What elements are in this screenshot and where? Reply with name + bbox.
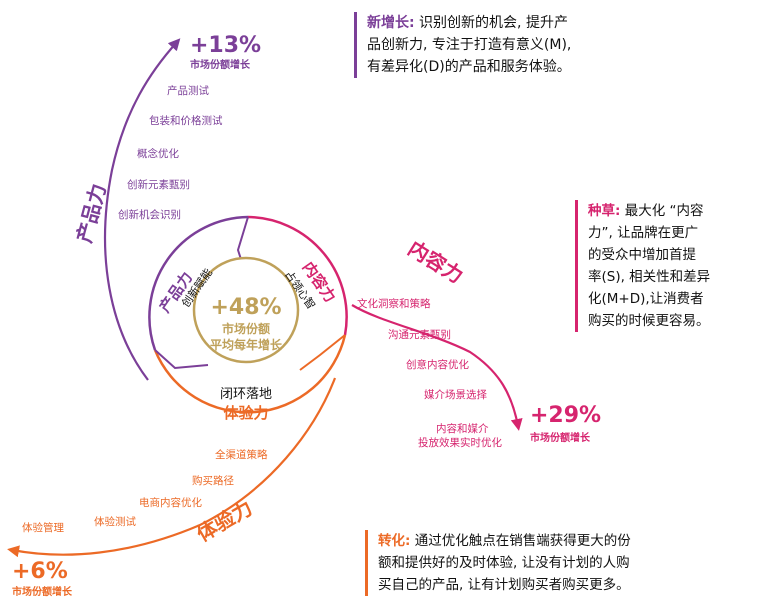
experience-step: 全渠道策略 [215, 448, 268, 461]
experience-step: 体验测试 [94, 515, 136, 528]
content-step: 投放效果实时优化 [418, 436, 502, 449]
conversion-head: 转化: [378, 533, 411, 549]
arc-title-content: 内容力 [404, 236, 468, 288]
new-growth-line-1: 品创新力, 专注于打造有意义(M), [367, 37, 572, 53]
product-steps: 产品测试 包装和价格测试 概念优化 创新元素甄别 创新机会识别 [118, 84, 223, 221]
experience-growth-value: +6% [12, 559, 68, 584]
arc-title-experience: 体验力 [193, 496, 257, 547]
experience-step: 购买路径 [192, 474, 234, 487]
inner-experience-sub: 闭环落地 [220, 387, 272, 402]
content-spiral-arc [351, 304, 523, 431]
conversion-line-0: 转化: 通过优化触点在销售端获得更大的份 [378, 533, 631, 549]
product-step: 包装和价格测试 [149, 114, 223, 127]
seeding-line-3: 率(S), 相关性和差异 [588, 269, 711, 285]
experience-spiral-arc [7, 377, 337, 558]
divider-product-experience [154, 349, 209, 370]
conversion-line-2: 买自己的产品, 让有计划购买者购买更多。 [378, 577, 630, 593]
content-step: 媒介场景选择 [424, 388, 487, 401]
product-step: 创新元素甄别 [127, 178, 190, 191]
product-growth-value: +13% [190, 33, 261, 58]
seeding-line-0: 种草: 最大化 “内容 [588, 203, 704, 219]
content-step: 沟通元素甄别 [388, 328, 451, 341]
new-growth-line-2: 有差异化(D)的产品和服务体验。 [367, 59, 571, 75]
ring-product-segment [148, 215, 249, 351]
new-growth-box: 新增长: 识别创新的机会, 提升产 品创新力, 专注于打造有意义(M), 有差异… [354, 12, 677, 78]
ring-content-segment [247, 215, 348, 336]
content-step: 创意内容优化 [406, 358, 469, 371]
seeding-box: 种草: 最大化 “内容 力”, 让品牌在更广 的受众中增加首提 率(S), 相关… [575, 200, 760, 332]
center-line2: 平均每年增长 [210, 337, 283, 352]
seeding-line-1: 力”, 让品牌在更广 [588, 225, 699, 241]
content-step: 内容和媒介 [436, 422, 489, 435]
conversion-box: 转化: 通过优化触点在销售端获得更大的份 额和提供好的及时体验, 让没有计划的人… [365, 530, 758, 596]
product-step: 创新机会识别 [118, 208, 181, 221]
product-step: 概念优化 [137, 147, 179, 160]
seeding-line-5: 购买的时候更容易。 [588, 313, 710, 329]
content-growth-label: 市场份额增长 [530, 431, 591, 444]
center-value: +48% [210, 295, 281, 320]
seeding-head: 种草: [588, 203, 621, 219]
new-growth-line-0: 新增长: 识别创新的机会, 提升产 [367, 15, 568, 31]
product-growth-label: 市场份额增长 [190, 58, 251, 71]
experience-growth-label: 市场份额增长 [12, 585, 73, 598]
experience-steps: 全渠道策略 购买路径 电商内容优化 体验测试 体验管理 [22, 448, 268, 534]
seeding-line-2: 的受众中增加首提 [588, 247, 696, 263]
experience-step: 电商内容优化 [139, 496, 202, 509]
experience-step: 体验管理 [22, 521, 64, 534]
product-step: 产品测试 [167, 84, 209, 97]
seeding-line-4: 化(M+D),让消费者 [588, 291, 704, 307]
divider-content-experience [299, 334, 346, 371]
product-spiral-arc [104, 38, 181, 381]
conversion-line-1: 额和提供好的及时体验, 让没有计划的人购 [378, 555, 630, 571]
inner-experience-title: 体验力 [223, 404, 268, 422]
center-line1: 市场份额 [222, 321, 270, 336]
content-steps: 文化洞察和策略 沟通元素甄别 创意内容优化 媒介场景选择 内容和媒介 投放效果实… [357, 297, 502, 449]
content-growth-value: +29% [530, 403, 601, 428]
center-circle [192, 256, 300, 364]
content-step: 文化洞察和策略 [357, 297, 431, 310]
new-growth-head: 新增长: [367, 15, 415, 31]
ring-experience-segment [153, 334, 347, 414]
